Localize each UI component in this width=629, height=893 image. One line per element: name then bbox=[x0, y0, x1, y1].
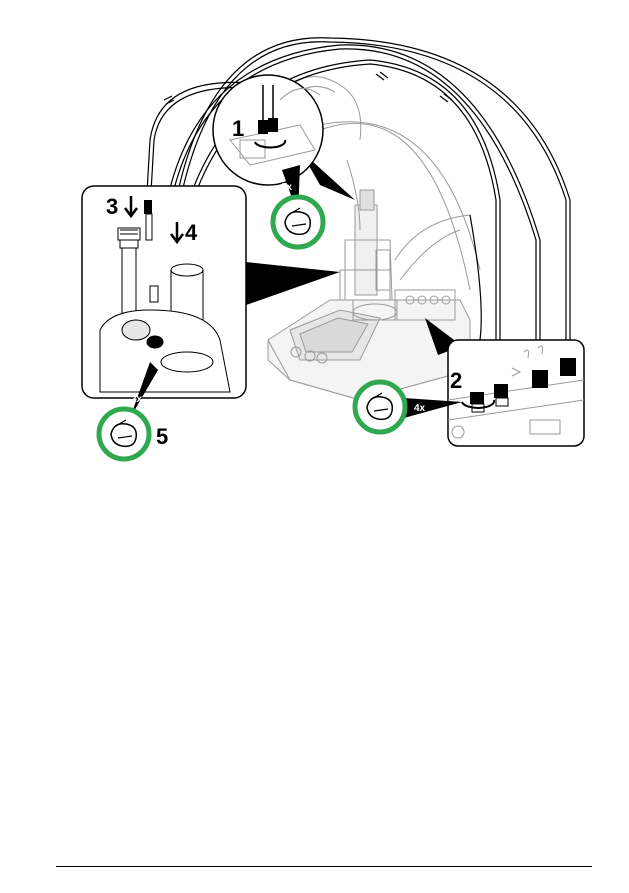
step-number-5: 5 bbox=[156, 424, 168, 449]
hand-turn-icon bbox=[273, 197, 323, 247]
repeat-label-2: 4x bbox=[414, 403, 426, 414]
step-number-4: 4 bbox=[185, 220, 198, 245]
hand-turn-icon bbox=[355, 382, 405, 432]
step-number-2: 2 bbox=[450, 368, 462, 393]
footer-rule bbox=[56, 866, 592, 867]
hand-turn-icon bbox=[99, 409, 149, 459]
step-number-1: 1 bbox=[232, 116, 244, 141]
repeat-label-5: 2x bbox=[131, 394, 143, 405]
step-number-3: 3 bbox=[106, 194, 118, 219]
repeat-label-1: 2x bbox=[281, 182, 293, 193]
tube-connection-illustration: 1 2x 3 bbox=[0, 0, 629, 470]
